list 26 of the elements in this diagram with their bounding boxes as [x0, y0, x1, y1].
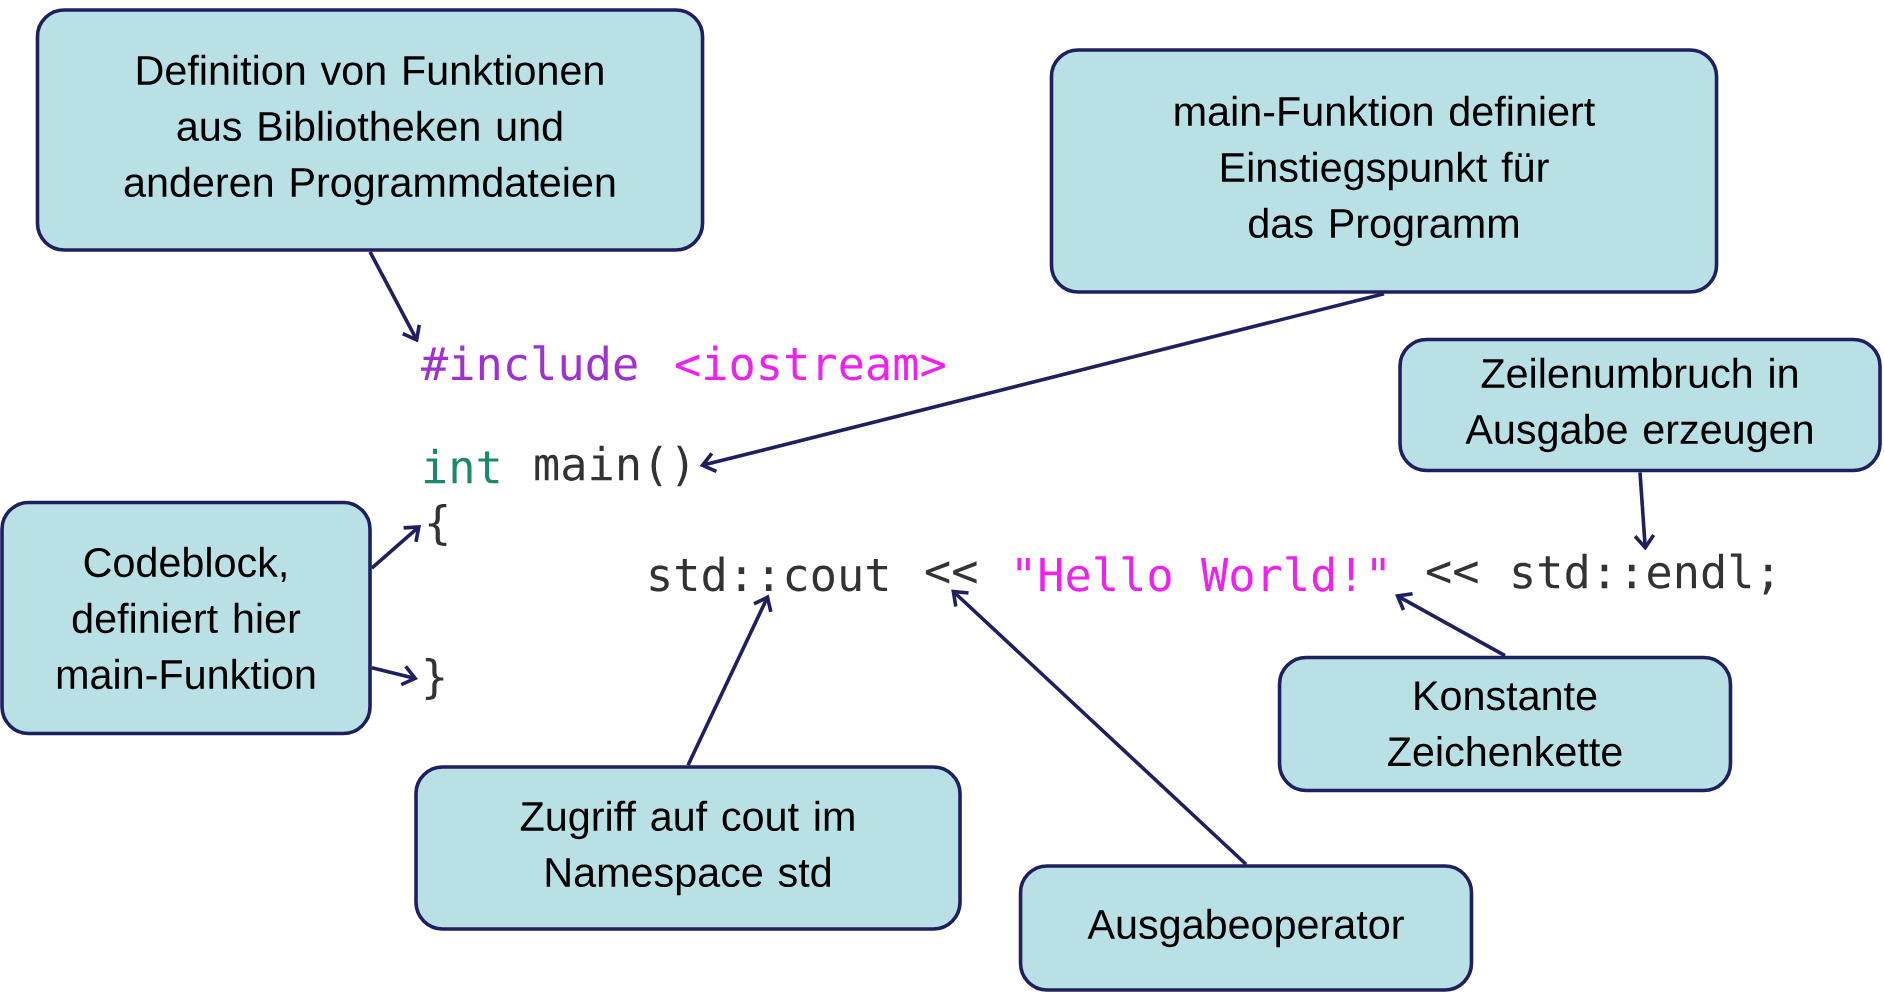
callout-box: Ausgabeoperator — [1018, 864, 1474, 992]
code-text: std::endl; — [1513, 553, 1772, 595]
code-text: } — [425, 658, 444, 700]
arrow — [951, 589, 1248, 866]
arrow — [699, 292, 1385, 474]
callout-box: Definition von Funktionen aus Bibliotheken und anderen Programmdateien — [35, 8, 705, 252]
code-text: <iostream> — [675, 345, 945, 381]
arrow — [368, 250, 422, 343]
arrow — [370, 525, 421, 570]
code-text: << — [925, 561, 977, 584]
arrow — [1395, 591, 1506, 658]
callout-box: Konstante Zeichenkette — [1277, 655, 1733, 793]
code-text: std::cout — [650, 556, 888, 592]
callout-box: Zeilenumbruch in Ausgabe erzeugen — [1398, 337, 1882, 473]
code-text: #include — [421, 345, 637, 381]
code-text: int — [424, 448, 499, 484]
code-text: main() — [535, 445, 688, 487]
code-text: "Hello World!" — [1017, 556, 1385, 592]
callout-box: Codeblock, definiert hier main-Funktion — [0, 500, 372, 736]
arrow — [371, 665, 418, 687]
arrow — [686, 594, 773, 766]
code-text: { — [428, 504, 447, 546]
callout-box: main-Funktion definiert Einstiegspunkt für das Programm — [1049, 48, 1719, 294]
arrow — [1633, 472, 1656, 551]
callout-box: Zugriff auf cout im Namespace std — [414, 765, 962, 931]
code-text: << — [1426, 561, 1478, 584]
